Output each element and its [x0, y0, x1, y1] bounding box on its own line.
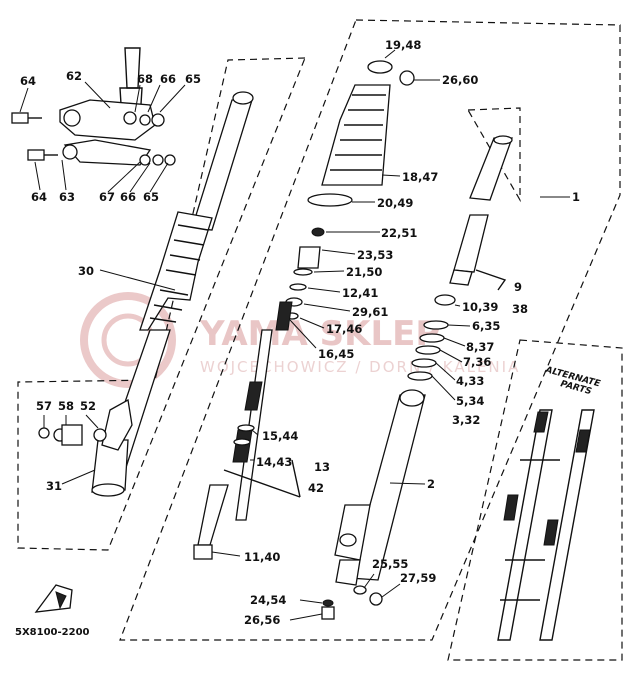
part-label: 10,39	[462, 300, 498, 314]
part-label: 17,46	[326, 322, 362, 336]
part-label: 64	[31, 190, 47, 204]
part-label: 25,55	[372, 557, 408, 571]
part-label: 24,54	[250, 593, 286, 607]
diagram-code: 5X8100-2200	[15, 627, 90, 638]
left-fork-assembly	[38, 91, 254, 497]
part-label: 16,45	[318, 347, 354, 361]
part-label: 38	[512, 302, 528, 316]
part-label: 14,43	[256, 455, 292, 469]
part-label: 65	[143, 190, 159, 204]
part-label: 62	[66, 69, 82, 83]
part-label: 21,50	[346, 265, 382, 279]
center-fork-exploded	[193, 49, 570, 621]
alternate-parts: ALTERNATE PARTS	[497, 365, 602, 641]
part-label: 23,53	[357, 248, 393, 262]
part-label: 15,44	[262, 429, 298, 443]
part-label: 3,32	[452, 413, 480, 427]
part-label: 66	[120, 190, 136, 204]
part-label: 11,40	[244, 550, 280, 564]
part-label: 12,41	[342, 286, 378, 300]
part-label: 58	[58, 399, 74, 413]
watermark: YAMA SKLEP WOJCECHOWICZ / DORN / KALENIA	[80, 292, 520, 388]
part-label: 18,47	[402, 170, 438, 184]
watermark-brand: YAMA SKLEP	[199, 314, 440, 354]
part-label: 67	[99, 190, 115, 204]
part-label: 68	[137, 72, 153, 86]
outline-left-fork	[17, 57, 306, 551]
part-label: 1	[572, 190, 580, 204]
part-labels: 19,48 26,60 18,47 1 20,49 22,51 23,53 21…	[20, 38, 580, 627]
part-label: 26,56	[244, 613, 280, 627]
outline-alternate-parts	[447, 339, 623, 661]
watermark-sub: WOJCECHOWICZ / DORN / KALENIA	[200, 358, 520, 376]
part-label: 42	[308, 481, 324, 495]
part-label: 8,37	[466, 340, 494, 354]
part-label: 66	[160, 72, 176, 86]
part-label: 65	[185, 72, 201, 86]
part-label: 13	[314, 460, 330, 474]
part-label: 19,48	[385, 38, 421, 52]
part-label: 31	[46, 479, 62, 493]
part-label: 4,33	[456, 374, 484, 388]
part-label: 52	[80, 399, 96, 413]
outline-center-fork	[119, 19, 621, 641]
part-label: 2	[427, 477, 435, 491]
part-label: 30	[78, 264, 94, 278]
front-direction-marker	[34, 584, 73, 613]
part-label: 64	[20, 74, 36, 88]
part-label: 29,61	[352, 305, 388, 319]
part-label: 63	[59, 190, 75, 204]
steering-bracket	[11, 47, 186, 193]
assembly-outlines	[17, 19, 623, 661]
part-label: 9	[514, 280, 522, 294]
part-label: 20,49	[377, 196, 413, 210]
part-label: 6,35	[472, 319, 500, 333]
part-label: 5,34	[456, 394, 484, 408]
part-label: 26,60	[442, 73, 478, 87]
part-label: 57	[36, 399, 52, 413]
part-label: 27,59	[400, 571, 436, 585]
part-label: 22,51	[381, 226, 417, 240]
part-label: 7,36	[463, 355, 491, 369]
